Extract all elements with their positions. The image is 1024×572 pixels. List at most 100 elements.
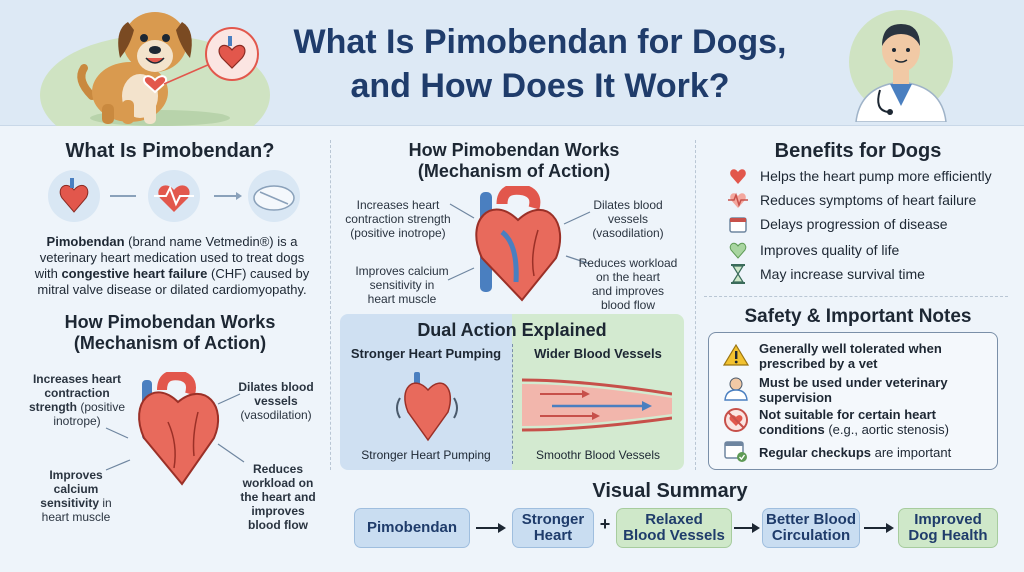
desc-line-2: veterinary heart medication used to trea… [39,250,305,265]
summary-arrow-3 [864,523,894,533]
desc-chf: congestive heart failure [61,266,208,281]
note-supervision: Must be used under veterinary supervisio… [759,375,948,405]
center-label-workload: Reduces workload on the heart and improv… [572,256,684,312]
veterinarian-illustration [849,10,953,122]
benefit-label: Helps the heart pump more efficiently [760,168,992,184]
summary-arrow-2 [734,523,760,533]
benefit-item-5: May increase survival time [728,264,925,284]
lc-2: contraction [44,386,110,400]
center-label-dilates: Dilates blood vessels (vasodilation) [580,198,676,240]
left-label-dilates: Dilates blood vessels (vasodilation) [226,380,326,422]
lca-5: heart muscle [41,510,111,524]
calendar-check-icon [724,441,747,462]
calendar-icon [728,214,748,234]
lca-3: sensitivity [40,496,99,510]
benefit-label: Reduces symptoms of heart failure [760,192,977,208]
note-3-bold: conditions [759,422,825,437]
title-line-2: and How Does It Work? [350,67,730,105]
cc-3: (positive inotrope) [350,226,446,240]
note-not-suitable: Not suitable for certain heart condition… [759,407,949,437]
left-label-contraction: Increases heart contraction strength (po… [22,372,132,428]
lc-1: Increases heart [32,372,122,386]
benefit-label: Improves quality of life [760,242,900,258]
what-is-description: Pimobendan (brand name Vetmedin®) is a v… [22,234,322,298]
what-is-icon-row [48,170,300,222]
benefit-item-1: Helps the heart pump more efficiently [728,166,992,186]
cd-1: Dilates blood [593,198,663,212]
lca-1: Improves [49,468,103,482]
heart-icon [728,166,748,186]
desc-line-1: (brand name Vetmedin®) is a [124,234,298,249]
dual-divider [512,344,513,464]
benefit-item-4: Improves quality of life [728,240,899,260]
note-4-bold: Regular checkups [759,445,871,460]
benefits-title: Benefits for Dogs [774,140,942,162]
note-1-line-1: Generally well tolerated when [759,341,942,356]
summary-plus: + [599,514,611,534]
ld-3: (vasodilation) [240,408,312,422]
note-4-rest: are important [871,445,952,460]
note-2-line-2: supervision [759,390,832,405]
lw-5: blood flow [248,518,308,532]
column-divider-left [330,140,331,470]
no-heart-icon [724,408,748,432]
lw-4: improves [251,504,305,518]
note-1-line-2: prescribed by a vet [759,356,878,371]
center-label-contraction: Increases heart contraction strength (po… [342,198,454,240]
center-heart-arrows [447,203,591,281]
summary-step-5-line-1: Improved [914,511,982,528]
warning-icon [723,343,749,366]
lc-3: strength [28,400,77,414]
cw-3: and improves [591,284,665,298]
cd-3: (vasodilation) [592,226,664,240]
summary-step-4-line-2: Circulation [771,527,851,544]
note-well-tolerated: Generally well tolerated when prescribed… [759,341,942,371]
left-how-title-line-1: How Pimobendan Works [64,312,276,332]
safety-title: Safety & Important Notes [744,306,972,327]
vet-icon [724,377,748,401]
heartbeat-icon [728,190,748,210]
summary-step-3-line-2: Blood Vessels [623,527,725,544]
summary-step-3-line-1: Relaxed [645,511,703,528]
left-heart-illustration [138,372,220,486]
cca-1: Improves calcium [355,264,449,278]
left-heart-arrows [105,393,245,471]
dog-illustration [40,12,270,126]
lw-3: the heart and [240,490,316,504]
dual-action-panel: Dual Action Explained Stronger Heart Pum… [340,314,684,470]
dual-left-title: Stronger Heart Pumping [350,346,502,361]
note-3-line-1: Not suitable for certain heart [759,407,936,422]
safety-notes-box: Generally well tolerated when prescribed… [708,332,998,470]
green-heart-icon [728,240,748,260]
column-divider-right [695,140,696,470]
desc-line-3-rest: (CHF) caused by [207,266,310,281]
summary-step-2-line-2: Heart [533,527,573,544]
left-how-title: How Pimobendan Works (Mechanism of Actio… [20,312,320,354]
lw-1: Reduces [252,462,304,476]
lca-4: in [99,496,112,510]
summary-step-4-line-1: Better Blood [766,511,856,528]
summary-step-1-label: Pimobendan [366,519,457,536]
right-section-divider [704,296,1008,297]
summary-step-2-line-1: Stronger [521,511,585,528]
title-line-1: What Is Pimobendan for Dogs, [293,23,787,61]
cc-2: contraction strength [345,212,451,226]
center-how-title: How Pimobendan Works (Mechanism of Actio… [344,140,684,182]
left-how-title-line-2: (Mechanism of Action) [73,333,267,353]
center-heart-illustration [475,186,562,302]
desc-drug-name: Pimobendan [46,234,125,249]
cc-1: Increases heart [356,198,440,212]
left-label-calcium: Improves calcium sensitivity in heart mu… [26,468,126,524]
benefit-item-3: Delays progression of disease [728,214,948,234]
desc-line-4: mitral valve disease or dilated cardiomy… [37,282,307,297]
note-3-rest: (e.g., aortic stenosis) [824,422,949,437]
benefit-item-2: Reduces symptoms of heart failure [728,190,976,210]
cw-2: on the heart [595,270,661,284]
cw-4: blood flow [600,298,656,312]
desc-line-3-pre: with [34,266,62,281]
center-how-title-line-2: (Mechanism of Action) [417,161,611,181]
lc-5: inotrope) [53,414,101,428]
